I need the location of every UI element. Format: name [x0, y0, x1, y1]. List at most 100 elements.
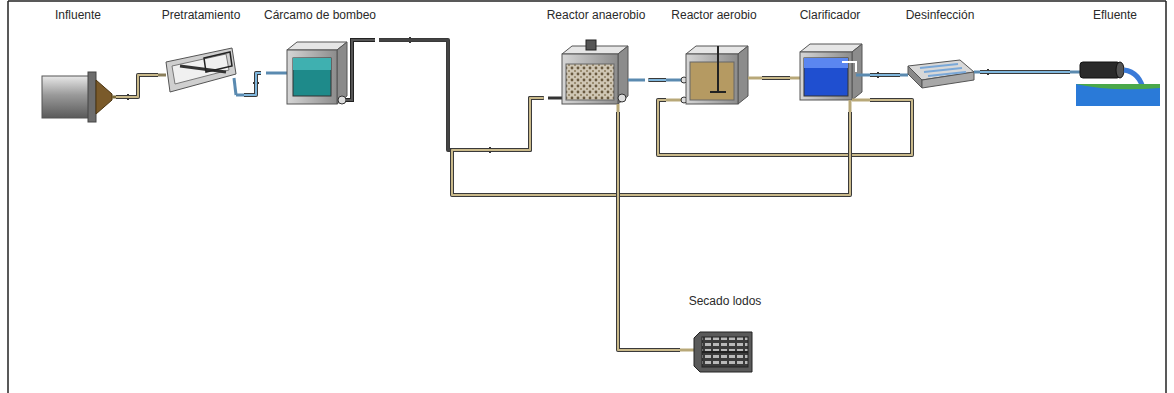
- influent-pipe-part: [96, 80, 112, 114]
- anaerobic-reactor: [548, 40, 645, 113]
- unit-label: Reactor aerobio: [666, 6, 762, 23]
- pipe-outline: [244, 73, 261, 95]
- anaerobic-reactor-part: [618, 94, 626, 102]
- pipe-connector: [870, 75, 900, 76]
- effluent-outfall-part: [1069, 71, 1080, 74]
- aerobic-reactor: [666, 46, 763, 104]
- pump-sump-part: [337, 42, 347, 104]
- pump-sump-part: [338, 96, 346, 104]
- clarifier-part: [800, 52, 852, 100]
- pump-sump-unit: Cárcamo de bombeo: [261, 6, 379, 110]
- effluent-outfall-part: [1076, 84, 1160, 106]
- disinfection-channel-part: [922, 72, 974, 88]
- effluent-outfall: [1069, 62, 1160, 106]
- disinfection-channel-part: [908, 66, 922, 88]
- influent-pipe-part: [42, 76, 92, 118]
- pipe-fill: [980, 71, 1070, 73]
- pipe-outline: [762, 76, 790, 80]
- sludge-dryer: [680, 332, 752, 372]
- aerobic-reactor-unit: Reactor aerobio: [666, 6, 762, 110]
- frame-line: [8, 1, 1166, 393]
- pipe-connector: [658, 100, 912, 155]
- aerobic-reactor-part: [690, 62, 734, 100]
- pipe-outline: [379, 40, 544, 150]
- disinfection-channel-part: [974, 71, 981, 74]
- pipe-fill: [244, 73, 261, 95]
- frame-line-part: [1165, 1, 1167, 393]
- pipe-connector: [648, 80, 666, 81]
- clarifier-part: [804, 58, 848, 68]
- influent-pipe: [42, 72, 117, 122]
- pipe-connector: [452, 98, 850, 195]
- disinfection-channel-part: [899, 74, 908, 77]
- disinfection-channel-part: [920, 64, 958, 68]
- clarifier-part: [856, 74, 871, 77]
- clarifier-part: [842, 62, 856, 72]
- screening-unit-part: [166, 48, 236, 92]
- sludge-dryer-part: [694, 332, 752, 372]
- unit-label: Secado lodos: [680, 292, 770, 309]
- unit-label: Pretratamiento: [158, 6, 244, 23]
- pipe-fill: [658, 100, 912, 155]
- anaerobic-reactor-part: [628, 79, 645, 82]
- pump-sump-part: [266, 72, 287, 75]
- pipe-outline: [658, 100, 912, 155]
- pipe-fill: [648, 79, 666, 81]
- pump-sump-part: [293, 58, 331, 70]
- effluent-outfall-part: [1076, 84, 1160, 106]
- unit-label: Clarificador: [790, 6, 870, 23]
- anaerobic-reactor-part: [566, 64, 614, 100]
- disinfection-channel-part: [928, 72, 966, 76]
- sludge-dryer-part: [702, 351, 748, 353]
- disinfection-channel: [899, 60, 981, 88]
- pipe-connector: [244, 73, 261, 95]
- disinfection-unit: Desinfección: [900, 6, 980, 96]
- effluent-outfall-part: [1080, 62, 1120, 78]
- frame-line-part: [8, 0, 1166, 2]
- pump-sump-part: [293, 58, 331, 96]
- pump-sump-part: [287, 50, 337, 104]
- pipe-fill: [618, 112, 680, 350]
- screening-unit: [158, 48, 245, 95]
- pipe-fill: [379, 40, 544, 150]
- anaerobic-reactor-part: [548, 97, 562, 100]
- pipe-connector: [116, 75, 158, 97]
- screening-unit-part: [234, 78, 236, 95]
- screening-unit-part: [204, 52, 232, 72]
- clarifier: [789, 44, 871, 113]
- frame-line-part: [7, 1, 9, 393]
- aerobic-reactor-part: [738, 46, 748, 104]
- sludge-dryer-part: [702, 337, 748, 367]
- pipe-fill: [762, 77, 790, 79]
- anaerobic-reactor-part: [586, 40, 596, 50]
- unit-label: Cárcamo de bombeo: [261, 6, 379, 23]
- clarifier-part: [852, 99, 871, 102]
- clarifier-unit: Clarificador: [790, 6, 870, 112]
- unit-label: Influente: [40, 6, 116, 23]
- disinfection-channel-part: [924, 68, 962, 72]
- pump-sump: [266, 40, 375, 104]
- pipe-outline: [648, 78, 666, 82]
- aerobic-reactor-part: [717, 46, 719, 92]
- screening-unit-part: [158, 74, 166, 77]
- pipe-connector: [762, 78, 790, 79]
- clarifier-part: [849, 100, 852, 113]
- pretreatment-unit: Pretratamiento: [158, 6, 244, 106]
- valve-marker: [125, 37, 991, 153]
- unit-label: Reactor anaerobio: [544, 6, 649, 23]
- sludge-drying-unit: Secado lodos: [680, 292, 770, 382]
- anaerobic-reactor-unit: Reactor anaerobio: [544, 6, 649, 112]
- pipe-outline: [870, 73, 900, 77]
- aerobic-reactor-part: [686, 54, 738, 104]
- effluent-outfall-part: [1116, 62, 1124, 78]
- influent-pipe-part: [88, 72, 96, 122]
- pipe-fill: [452, 98, 850, 195]
- pipe-fill: [116, 75, 158, 97]
- anaerobic-reactor-part: [562, 54, 618, 104]
- aerobic-reactor-part: [748, 77, 763, 80]
- influent-unit: Influente: [40, 6, 116, 124]
- clarifier-part: [804, 58, 848, 96]
- pipe-connector: [980, 72, 1070, 73]
